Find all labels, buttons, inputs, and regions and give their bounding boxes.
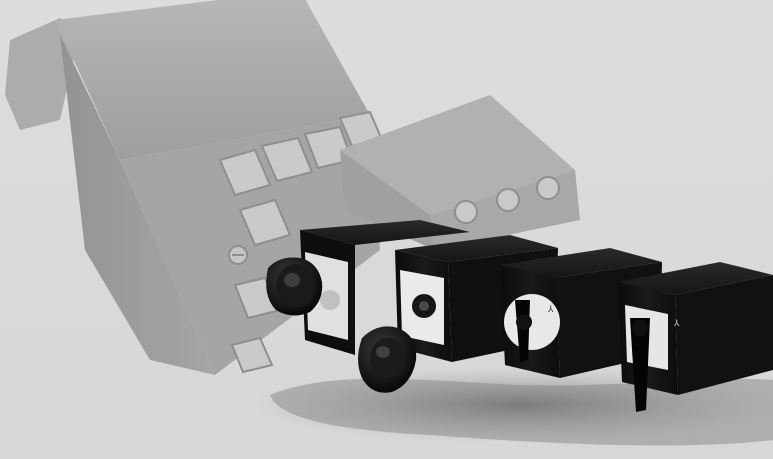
svg-text:⅄: ⅄ bbox=[673, 318, 680, 328]
knob-icon bbox=[358, 326, 417, 393]
knob-icon bbox=[266, 257, 323, 316]
lever-handle-icon bbox=[630, 318, 650, 412]
lever-handle-icon bbox=[515, 300, 532, 362]
switch-module-knob bbox=[266, 220, 470, 355]
svg-text:⅄: ⅄ bbox=[547, 304, 554, 314]
key-lock-icon bbox=[412, 294, 436, 318]
switch-module-lever-square: ⅄ bbox=[618, 262, 773, 412]
